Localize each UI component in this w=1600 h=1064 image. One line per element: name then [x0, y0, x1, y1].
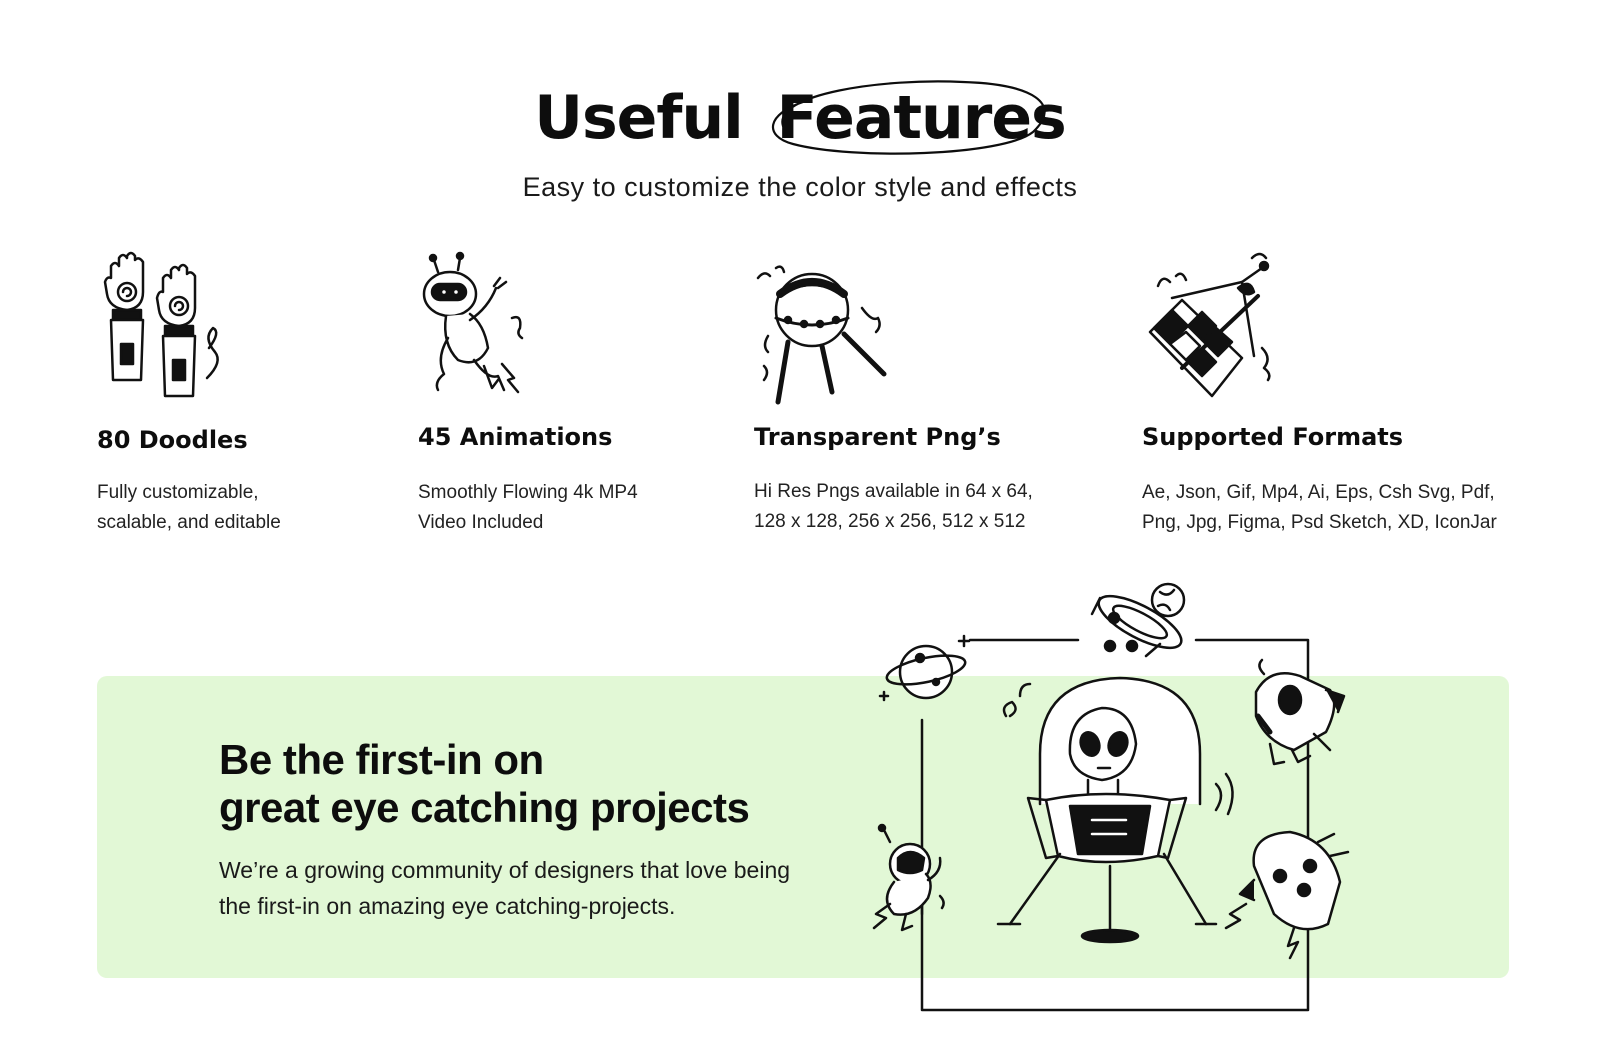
page-subtitle: Easy to customize the color style and ef…: [522, 172, 1078, 202]
banner-description-line: the first-in on amazing eye catching-pro…: [219, 893, 676, 919]
astronaut-icon: [872, 823, 945, 932]
feature-description-line: Video Included: [418, 512, 544, 533]
banner-title-line: Be the first-in on: [219, 736, 544, 783]
rocket-icon: [1254, 658, 1346, 766]
feature-description-line: Png, Jpg, Figma, Psd Sketch, XD, IconJar: [1142, 512, 1497, 533]
feature-description-line: Smoothly Flowing 4k MP4: [418, 482, 638, 503]
title-word-useful: Useful: [534, 83, 744, 153]
feature-description: Ae, Json, Gif, Mp4, Ai, Eps, Csh Svg, Pd…: [1142, 478, 1497, 538]
banner-description: We’re a growing community of designers t…: [219, 852, 790, 924]
feature-transparent-pngs: Transparent Png’s Hi Res Pngs available …: [754, 248, 1174, 532]
feature-description: Hi Res Pngs available in 64 x 64, 128 x …: [754, 477, 1033, 537]
feature-description-line: Ae, Json, Gif, Mp4, Ai, Eps, Csh Svg, Pd…: [1142, 482, 1495, 503]
robot-hands-icon: [103, 251, 219, 398]
space-telescope-icon: [1148, 252, 1271, 398]
feature-description-line: Fully customizable,: [97, 482, 259, 503]
feature-description-line: Hi Res Pngs available in 64 x 64,: [754, 481, 1033, 502]
feature-description: Smoothly Flowing 4k MP4 Video Included: [418, 478, 638, 538]
feature-animations: 45 Animations Smoothly Flowing 4k MP4 Vi…: [418, 248, 838, 533]
feature-title: 80 Doodles: [97, 426, 248, 454]
feature-description-line: 128 x 128, 256 x 256, 512 x 512: [754, 511, 1026, 532]
ufo-icon: [1090, 582, 1186, 658]
feature-description-line: scalable, and editable: [97, 512, 281, 533]
banner-description-line: We’re a growing community of designers t…: [219, 857, 791, 883]
page-title: Useful Features: [534, 80, 1067, 156]
ringed-planet-icon: [878, 634, 971, 702]
feature-title: Supported Formats: [1142, 423, 1404, 451]
title-word-features-wrap: Features: [771, 80, 1067, 156]
feature-title: Transparent Png’s: [754, 423, 1001, 451]
hand-drawn-oval-icon: [771, 80, 1046, 155]
feature-title: 45 Animations: [418, 423, 613, 451]
feature-supported-formats: Supported Formats Ae, Json, Gif, Mp4, Ai…: [1142, 248, 1562, 533]
banner-title: Be the first-in on great eye catching pr…: [219, 736, 750, 832]
section-heading: Useful Features: [0, 80, 1600, 156]
robot-astronaut-icon: [422, 251, 524, 394]
feature-doodles: 80 Doodles Fully customizable, scalable,…: [97, 248, 517, 533]
banner-illustration: [872, 582, 1350, 1012]
feature-description: Fully customizable, scalable, and editab…: [97, 478, 281, 538]
banner-title-line: great eye catching projects: [219, 784, 750, 831]
rocket-ship-icon: [1224, 830, 1350, 960]
alien-in-pod-icon: [996, 676, 1234, 944]
space-probe-icon: [756, 265, 887, 405]
